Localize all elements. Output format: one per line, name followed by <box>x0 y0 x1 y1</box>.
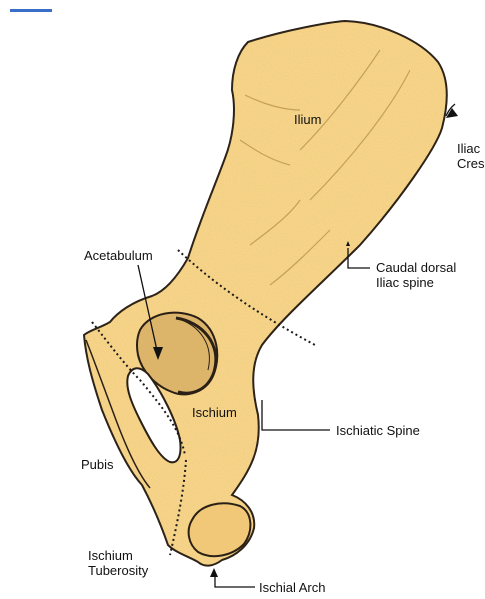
label-ilium: Ilium <box>294 112 321 127</box>
label-caudal-spine-line-2: Iliac spine <box>376 275 456 290</box>
ischial-arch-arrowhead <box>210 568 218 577</box>
label-ischium-tuberosity: Ischium Tuberosity <box>88 548 148 578</box>
label-caudal-spine-line-1: Caudal dorsal <box>376 260 456 275</box>
label-caudal-dorsal-iliac-spine: Caudal dorsal Iliac spine <box>376 260 456 290</box>
label-iliac-crest: Iliac Cres <box>457 141 484 171</box>
label-iliac-crest-line-1: Iliac <box>457 141 484 156</box>
bone-texture <box>84 21 447 566</box>
label-ischiatic-spine: Ischiatic Spine <box>336 423 420 438</box>
label-acetabulum: Acetabulum <box>84 248 153 263</box>
label-tuberosity-line-2: Tuberosity <box>88 563 148 578</box>
label-ischial-arch: Ischial Arch <box>259 580 325 595</box>
label-ischium: Ischium <box>192 405 237 420</box>
label-pubis: Pubis <box>81 457 114 472</box>
label-tuberosity-line-1: Ischium <box>88 548 148 563</box>
label-iliac-crest-line-2: Cres <box>457 156 484 171</box>
